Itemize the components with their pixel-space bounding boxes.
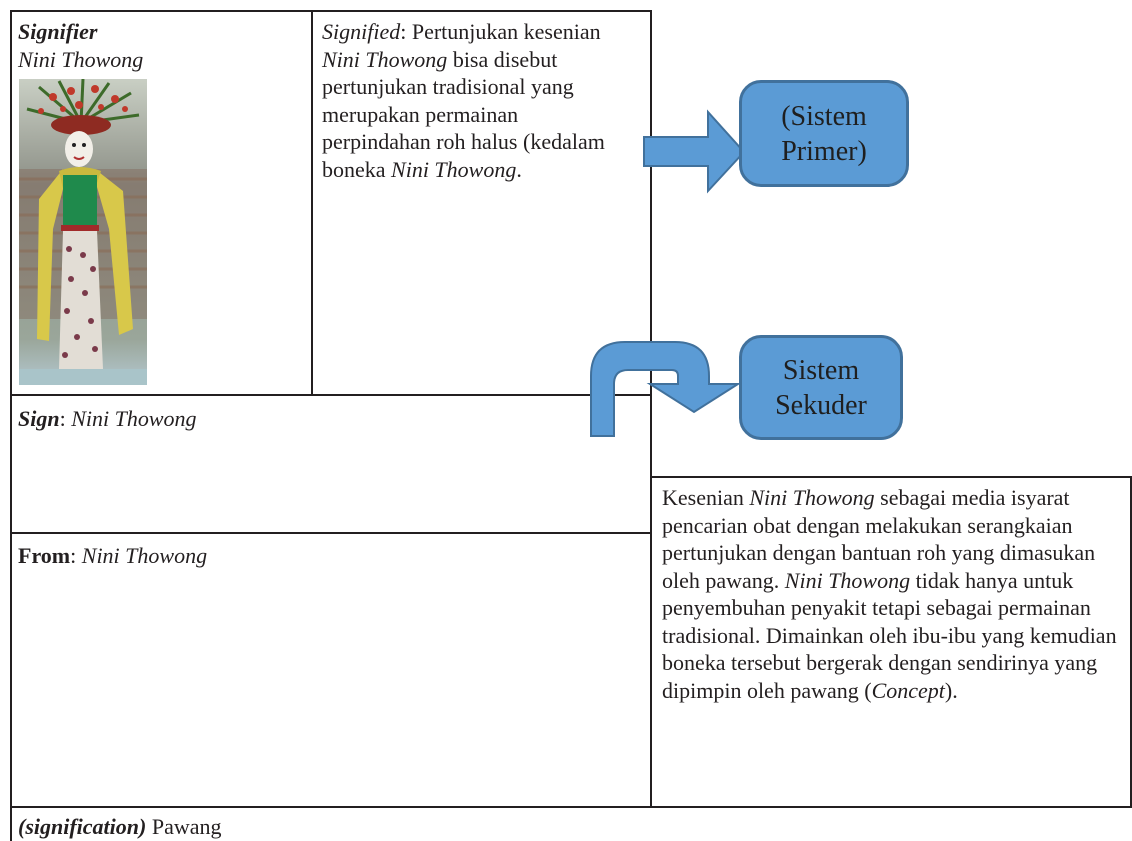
cell-divider-vertical bbox=[311, 10, 313, 396]
from-label: From bbox=[18, 543, 71, 568]
row-divider-signification bbox=[10, 806, 1132, 808]
concept-text: Kesenian Nini Thowong sebagai media isya… bbox=[662, 484, 1128, 704]
from-sep: : bbox=[70, 543, 82, 568]
from-value: Nini Thowong bbox=[81, 543, 208, 568]
sistem-sekuder-line-2: Sekuder bbox=[775, 389, 867, 421]
sign-value: Nini Thowong bbox=[71, 406, 197, 431]
signification-value: Pawang bbox=[146, 814, 222, 839]
sign-text: Sign: Nini Thowong bbox=[18, 405, 197, 433]
concept-box-top bbox=[650, 476, 1132, 478]
signifier-heading: Signifier bbox=[18, 19, 98, 44]
sign-sep: : bbox=[59, 406, 72, 431]
sistem-primer-line-2: Primer) bbox=[781, 135, 867, 167]
nini-thowong-photo bbox=[19, 79, 147, 385]
concept-box-right bbox=[1130, 476, 1132, 808]
signification-text: (signification) Pawang bbox=[18, 813, 222, 841]
signifier-name: Nini Thowong bbox=[18, 47, 144, 72]
sign-label: Sign bbox=[18, 406, 60, 431]
row-divider-from bbox=[10, 532, 652, 534]
concept-label: Concept bbox=[871, 677, 945, 703]
signified-text-1: : Pertunjukan kesenian bbox=[400, 19, 601, 44]
signification-label: (signification) bbox=[18, 814, 147, 839]
right-block-arrow-icon bbox=[643, 109, 746, 194]
row-divider-sign bbox=[10, 394, 652, 396]
table-border-right-upper bbox=[650, 10, 652, 478]
sistem-primer-line-1: (Sistem bbox=[781, 100, 867, 132]
concept-name-1: Nini Thowong bbox=[749, 485, 875, 510]
concept-text-4: ). bbox=[944, 677, 958, 703]
table-border-top bbox=[10, 10, 652, 12]
sistem-sekuder-line-1: Sistem bbox=[782, 354, 860, 386]
signified-text-3: . bbox=[516, 156, 522, 182]
signified-text-2: bisa disebut pertunjukan tradisional yan… bbox=[322, 46, 605, 182]
concept-box-left bbox=[650, 476, 652, 808]
bent-uturn-arrow-icon bbox=[590, 341, 742, 437]
signified-label: Signified bbox=[322, 19, 401, 44]
signified-name-1: Nini Thowong bbox=[322, 46, 448, 72]
signified-text: Signified: Pertunjukan kesenian Nini Tho… bbox=[322, 18, 632, 183]
concept-text-2: sebagai media isyarat pencarian obat den… bbox=[662, 485, 1096, 593]
signified-name-2: Nini Thowong bbox=[391, 156, 517, 182]
concept-name-2: Nini Thowong bbox=[784, 567, 911, 593]
concept-text-1: Kesenian bbox=[662, 485, 750, 510]
table-border-left bbox=[10, 10, 12, 841]
concept-text-3: tidak hanya untuk penyembuhan penyakit t… bbox=[662, 567, 1117, 703]
from-text: From: Nini Thowong bbox=[18, 542, 207, 570]
